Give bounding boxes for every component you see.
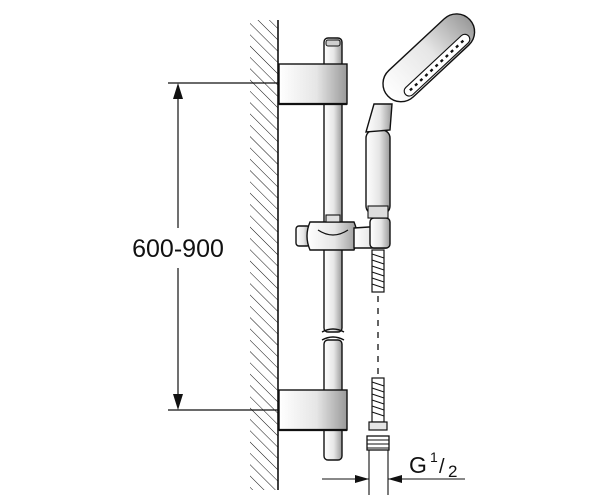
thread-fraction-slash: /	[439, 456, 445, 478]
hand-shower-handle	[365, 129, 391, 215]
height-dimension	[168, 82, 278, 411]
thread-arrow-right	[388, 475, 402, 483]
dimension-label: 600-900	[132, 235, 224, 263]
hose-connector	[366, 435, 390, 451]
rail-break-bottom	[321, 336, 345, 341]
hand-shower-head	[382, 13, 476, 103]
rail-end-cap-top	[325, 39, 341, 47]
lower-wall-bracket	[278, 389, 348, 432]
thread-numerator: 1	[430, 449, 438, 465]
dimension-arrow-top	[173, 83, 183, 99]
lower-bracket-body	[278, 389, 348, 431]
upper-wall-bracket	[278, 63, 348, 106]
rail-break-top	[321, 328, 345, 333]
thread-denominator: 2	[448, 462, 457, 481]
hose-nut	[368, 421, 388, 431]
handshower-cradle	[369, 217, 391, 249]
wall	[250, 20, 279, 490]
thread-dimension	[322, 450, 465, 495]
thread-letter: G	[409, 452, 427, 478]
hand-shower	[365, 13, 476, 219]
upper-bracket-body	[278, 63, 348, 105]
slider-body	[306, 221, 358, 251]
dimension-arrow-bottom	[173, 394, 183, 410]
rail-rod-upper	[323, 37, 343, 333]
hand-shower-neck	[365, 103, 393, 133]
thread-arrow-left	[355, 475, 369, 483]
shower-hose	[366, 249, 390, 451]
slider-holder	[295, 214, 391, 251]
wall-hatching	[250, 20, 278, 490]
